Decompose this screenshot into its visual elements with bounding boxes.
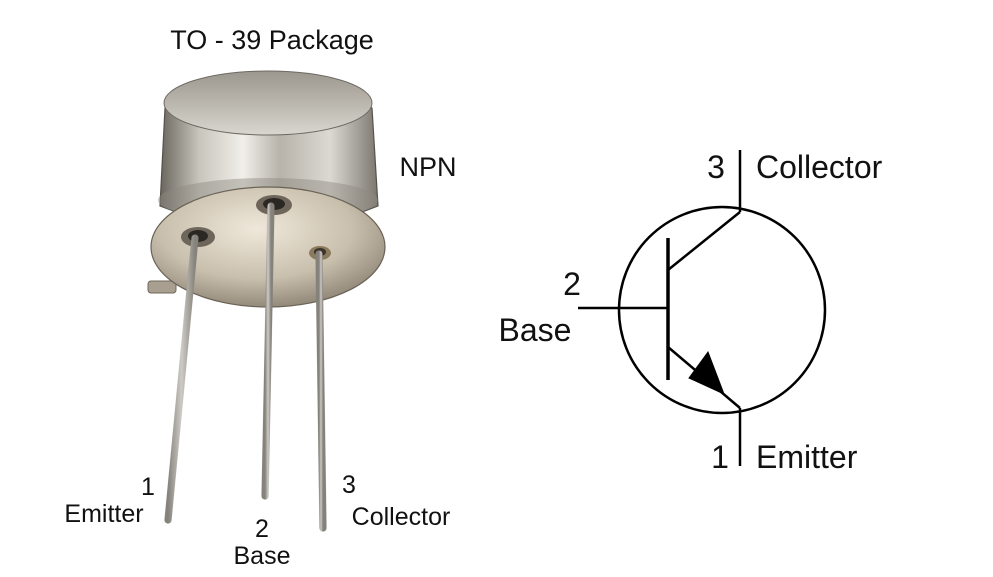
base-lead-shade xyxy=(261,202,275,500)
package-title: TO - 39 Package xyxy=(170,25,374,55)
package-pin1-name: Emitter xyxy=(64,500,143,528)
package-pin2-number: 2 xyxy=(255,515,269,543)
emitter-arrow xyxy=(688,350,725,395)
npn-label: NPN xyxy=(399,152,456,182)
package-pin3-name: Collector xyxy=(352,503,451,531)
symbol-collector-name: Collector xyxy=(756,149,883,185)
base-lead xyxy=(261,202,275,500)
symbol-collector-number: 3 xyxy=(707,149,725,185)
package-pin3-number: 3 xyxy=(342,471,356,499)
symbol-emitter-number: 1 xyxy=(711,439,729,475)
collector-lead xyxy=(315,250,327,532)
package-tab xyxy=(147,280,177,294)
package-pin2-name: Base xyxy=(234,542,291,570)
npn-schematic-symbol xyxy=(578,150,827,466)
collector-lead-shade xyxy=(315,250,327,532)
to39-package-illustration xyxy=(147,70,386,532)
symbol-base-name: Base xyxy=(499,312,572,348)
package-pin1-number: 1 xyxy=(141,473,155,501)
emitter-lead-shade xyxy=(164,234,199,524)
symbol-emitter-name: Emitter xyxy=(756,439,858,475)
symbol-envelope-circle xyxy=(617,205,827,415)
emitter-lead xyxy=(164,234,199,524)
package-can-top xyxy=(163,70,373,136)
collector-connection-line xyxy=(667,211,741,271)
symbol-base-number: 2 xyxy=(563,266,581,302)
